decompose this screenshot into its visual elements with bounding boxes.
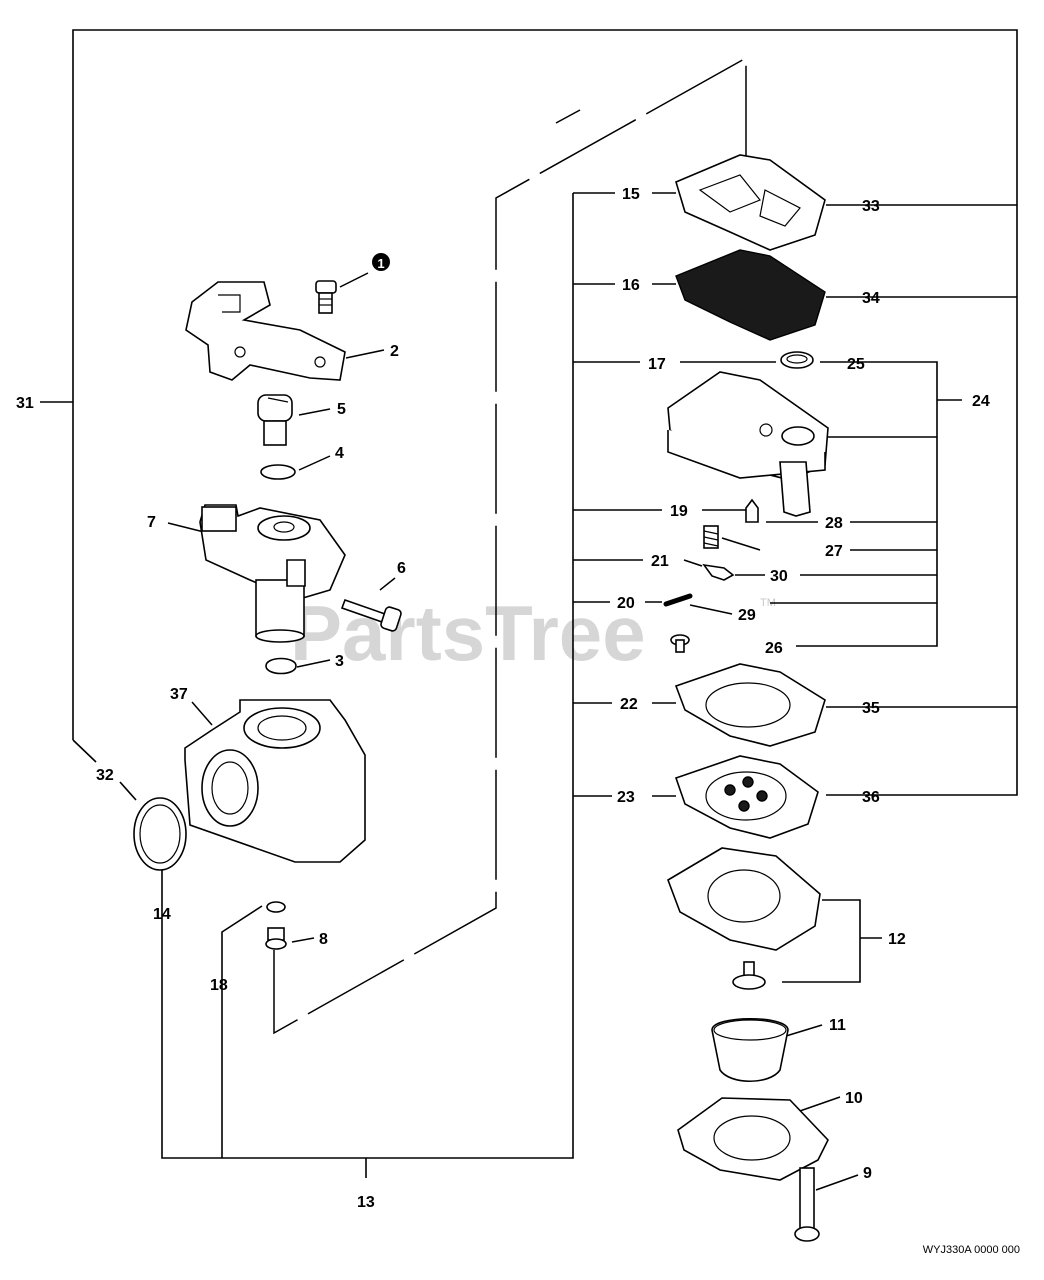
part-pin-29 bbox=[663, 593, 693, 607]
part-carburetor-body-37 bbox=[184, 699, 366, 863]
callout-10: 10 bbox=[845, 1090, 863, 1107]
part-cover-plate-10 bbox=[677, 1097, 829, 1181]
callout-1: 1 bbox=[377, 256, 384, 271]
callout-3: 3 bbox=[335, 653, 344, 670]
callout-37: 37 bbox=[170, 686, 188, 703]
callout-22: 22 bbox=[620, 696, 638, 713]
part-inlet-needle-28 bbox=[745, 498, 759, 523]
part-screw-1 bbox=[315, 280, 337, 314]
callout-30: 30 bbox=[770, 568, 788, 585]
part-gasket-15 bbox=[675, 154, 826, 251]
callout-34: 34 bbox=[862, 290, 880, 307]
callout-12: 12 bbox=[888, 931, 906, 948]
callout-2: 2 bbox=[390, 343, 399, 360]
part-screw-26 bbox=[670, 634, 690, 653]
leader-lines bbox=[167, 272, 859, 1191]
part-e-clip-3 bbox=[265, 657, 297, 675]
callouts: 1 2 3 4 5 6 7 8 9 10 11 12 13 14 15 16 1… bbox=[16, 186, 990, 1211]
part-throttle-plate-2 bbox=[185, 281, 346, 381]
callout-9: 9 bbox=[863, 1165, 872, 1182]
part-ring-gasket-32 bbox=[133, 797, 187, 871]
callout-8: 8 bbox=[319, 931, 328, 948]
part-washer-18 bbox=[266, 901, 286, 913]
part-fitting-8 bbox=[265, 927, 287, 950]
callout-20: 20 bbox=[617, 595, 635, 612]
callout-1-badge bbox=[372, 253, 390, 271]
part-throttle-body-7 bbox=[199, 504, 346, 643]
bracket-lines bbox=[40, 29, 1018, 1178]
callout-26: 26 bbox=[765, 640, 783, 657]
part-metering-diaphragm-23 bbox=[674, 755, 819, 839]
callout-28: 28 bbox=[825, 515, 843, 532]
part-screw-9 bbox=[794, 1167, 820, 1242]
callout-14: 14 bbox=[153, 906, 171, 923]
callout-25: 25 bbox=[847, 356, 865, 373]
part-diaphragm-16 bbox=[675, 249, 826, 341]
callout-18: 18 bbox=[210, 977, 228, 994]
callout-33: 33 bbox=[862, 198, 880, 215]
callout-19: 19 bbox=[670, 503, 688, 520]
callout-31: 31 bbox=[16, 395, 34, 412]
callout-24: 24 bbox=[972, 393, 990, 410]
part-o-ring-4 bbox=[260, 464, 296, 480]
callout-16: 16 bbox=[622, 277, 640, 294]
callout-15: 15 bbox=[622, 186, 640, 203]
part-metering-cover-12 bbox=[667, 847, 821, 951]
callout-4: 4 bbox=[335, 445, 344, 462]
callout-11: 11 bbox=[829, 1017, 846, 1034]
part-primer-bulb-11 bbox=[711, 1018, 789, 1082]
part-screw-6 bbox=[340, 598, 402, 632]
callout-32: 32 bbox=[96, 767, 114, 784]
callout-27: 27 bbox=[825, 543, 843, 560]
callout-21: 21 bbox=[651, 553, 669, 570]
part-filter-screen-25 bbox=[780, 351, 814, 369]
callout-23: 23 bbox=[617, 789, 635, 806]
callout-5: 5 bbox=[337, 401, 346, 418]
callout-17: 17 bbox=[648, 356, 666, 373]
callout-7: 7 bbox=[147, 514, 156, 531]
callout-35: 35 bbox=[862, 700, 880, 717]
part-pump-body-24 bbox=[667, 371, 829, 517]
callout-13: 13 bbox=[357, 1194, 375, 1211]
callout-29: 29 bbox=[738, 607, 756, 624]
part-spring-27 bbox=[703, 525, 719, 549]
watermark-trademark: TM bbox=[760, 597, 776, 609]
callout-6: 6 bbox=[397, 560, 406, 577]
part-primer-valve bbox=[732, 961, 766, 990]
callout-36: 36 bbox=[862, 789, 880, 806]
part-idle-screw-5 bbox=[257, 394, 293, 446]
diagram-code: WYJ330A 0000 000 bbox=[923, 1244, 1020, 1256]
part-gasket-22 bbox=[674, 663, 826, 747]
part-control-lever-30 bbox=[702, 563, 735, 581]
